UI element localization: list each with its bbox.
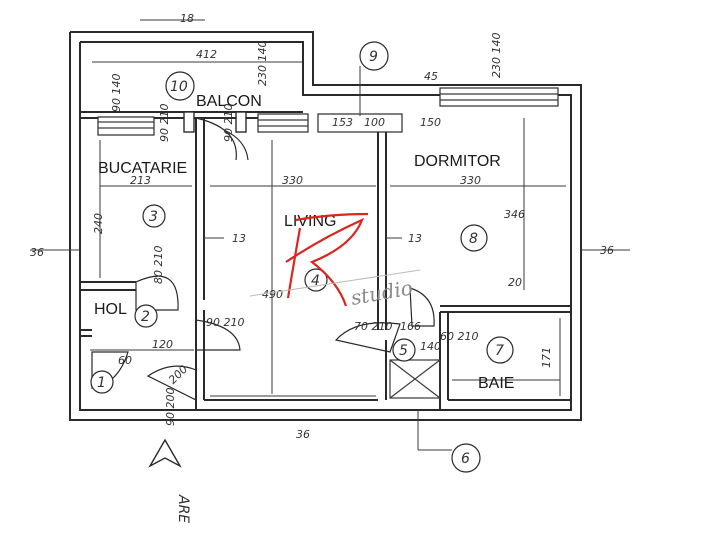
- dim-balcon-230-140: 230 140: [256, 41, 269, 87]
- dim-hol-80-210: 80 210: [152, 246, 165, 285]
- room-number-5: 5: [399, 343, 408, 359]
- dim-hol-90-210: 90 210: [206, 316, 245, 329]
- dimension-texts: 18 412 230 140 230 140 45 90 140 90 210 …: [30, 12, 614, 441]
- room-labels: BALCON BUCATARIE LIVING DORMITOR HOL BAI…: [94, 93, 514, 392]
- dim-win-90-210-a: 90 210: [158, 104, 171, 143]
- dim-c-166: 166: [400, 320, 421, 333]
- dim-490: 490: [262, 288, 283, 301]
- watermark-script: studio: [349, 276, 415, 310]
- room-number-10: 10: [170, 79, 188, 95]
- dim-win-90-210-b: 90 210: [222, 104, 235, 143]
- entrance-label: ARE: [175, 494, 191, 523]
- room-number-1: 1: [97, 375, 106, 391]
- dim-right-230-140: 230 140: [490, 33, 503, 79]
- room-number-3: 3: [149, 209, 158, 225]
- room-number-8: 8: [469, 231, 478, 247]
- room-number-6: 6: [461, 451, 470, 467]
- dim-153: 153: [332, 116, 353, 129]
- doors: [91, 111, 441, 401]
- dim-c-70-210: 70 210: [354, 320, 393, 333]
- dim-150: 150: [420, 116, 441, 129]
- dim-240: 240: [92, 213, 105, 234]
- room-number-4: 4: [311, 273, 320, 289]
- windows: [97, 87, 559, 136]
- dim-c-60-210: 60 210: [440, 330, 479, 343]
- dim-c-171: 171: [540, 347, 553, 368]
- dim-330-bedroom: 330: [460, 174, 481, 187]
- dim-45: 45: [424, 70, 438, 83]
- dim-346: 346: [504, 208, 525, 221]
- dimension-lines: [30, 19, 630, 451]
- dim-213: 213: [130, 174, 151, 187]
- dim-hol-120: 120: [152, 338, 173, 351]
- room-number-9: 9: [369, 49, 378, 65]
- room-label-baie: BAIE: [478, 375, 514, 392]
- room-label-bucatarie: BUCATARIE: [98, 160, 187, 177]
- dim-100: 100: [364, 116, 385, 129]
- room-number-2: 2: [141, 309, 150, 325]
- room-label-balcon: BALCON: [196, 93, 262, 110]
- dim-330-living: 330: [282, 174, 303, 187]
- room-number-7: 7: [495, 343, 504, 359]
- dim-entry-200: 200: [166, 363, 190, 387]
- dim-13-left: 13: [232, 232, 246, 245]
- dim-c-140: 140: [420, 340, 441, 353]
- room-label-hol: HOL: [94, 301, 127, 318]
- dim-13-right: 13: [408, 232, 422, 245]
- dim-36-left: 36: [30, 246, 44, 259]
- dim-18: 18: [180, 12, 194, 25]
- dim-36-bottom: 36: [296, 428, 310, 441]
- room-label-dormitor: DORMITOR: [414, 153, 501, 170]
- dim-20: 20: [508, 276, 522, 289]
- dim-412: 412: [196, 48, 217, 61]
- dim-entry-90-200: 90 200: [164, 388, 177, 427]
- dim-win-90-140: 90 140: [110, 74, 123, 113]
- dim-36-right: 36: [600, 244, 614, 257]
- entrance-arrow: ARE: [148, 438, 191, 523]
- dim-entry-60: 60: [118, 354, 132, 367]
- room-numbers: 1 2 3 4 5 6 7 8 9 10: [90, 41, 514, 473]
